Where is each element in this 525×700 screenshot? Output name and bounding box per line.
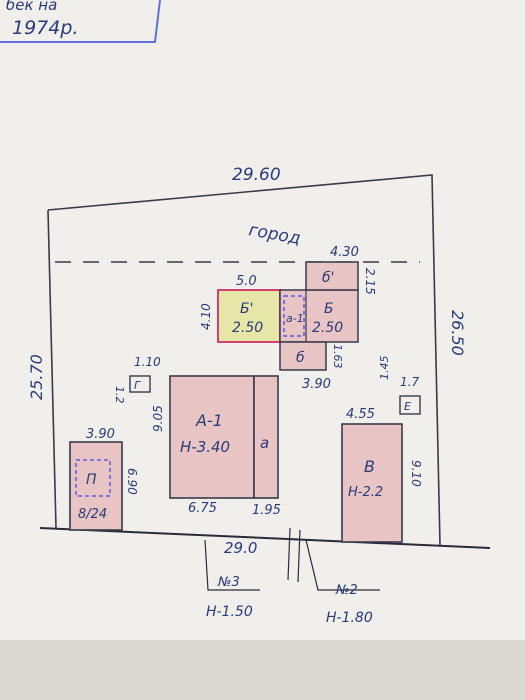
building-b <box>279 289 359 343</box>
paper-shadow <box>0 640 525 700</box>
v-depth: 9.10 <box>409 460 423 487</box>
right-length-label: 26.50 <box>448 310 467 356</box>
p-label: П <box>86 472 97 488</box>
a1-width: 6.75 <box>188 501 217 516</box>
a1-height: Н-3.40 <box>180 438 230 456</box>
g-label: Г <box>134 379 141 392</box>
g-depth: 1.2 <box>113 386 126 404</box>
building-b-prime-small <box>305 261 359 291</box>
b-prime-small-depth: 2.15 <box>363 268 377 295</box>
e-width: 1.7 <box>400 375 419 389</box>
year-label: 1974р. <box>12 17 78 39</box>
b-prime-value: 2.50 <box>232 320 263 336</box>
left-length-label: 25.70 <box>27 354 46 400</box>
b-prime-label: Б' <box>240 301 253 317</box>
fence-n3-height: Н-1.50 <box>206 604 253 620</box>
b-small-label: б <box>296 350 305 366</box>
building-v <box>341 423 403 543</box>
b-prime-small-width: 4.30 <box>330 245 359 260</box>
v-label: В <box>364 457 375 476</box>
building-p <box>69 441 123 531</box>
b-width: 3.90 <box>302 377 331 392</box>
building-a1 <box>169 375 255 499</box>
p-area: 8/24 <box>78 507 107 522</box>
b-depth: 1.63 <box>331 344 344 369</box>
street-line <box>39 527 491 549</box>
b-prime-width: 5.0 <box>236 274 257 289</box>
b-prime-small-label: б' <box>322 270 334 286</box>
a1-label: А-1 <box>195 411 223 430</box>
bottom-length-label: 29.0 <box>224 539 257 557</box>
b-value: 2.50 <box>312 320 343 336</box>
stamp-box <box>0 0 161 43</box>
a1-depth: 9.05 <box>151 405 165 432</box>
building-a1-marker <box>283 295 305 337</box>
a-annex-width: 1.95 <box>252 503 281 518</box>
p-width: 3.90 <box>86 427 115 442</box>
plot-boundary-top-right <box>47 174 441 546</box>
building-p-marker <box>75 459 111 497</box>
gate-post-1 <box>287 527 291 581</box>
gate-post-2 <box>297 529 301 583</box>
e-depth: 1.45 <box>378 356 391 381</box>
fence-n2-leader <box>305 539 380 591</box>
a-annex-label: а <box>260 434 269 452</box>
v-height: Н-2.2 <box>348 485 383 500</box>
b-label: Б <box>324 301 334 317</box>
b-prime-depth: 4.10 <box>199 303 213 330</box>
fence-n2-height: Н-1.80 <box>326 610 373 626</box>
building-b-small <box>279 341 327 371</box>
fence-n3-label: №3 <box>217 575 240 590</box>
top-length-label: 29.60 <box>232 165 281 185</box>
building-a1-label: а-1 <box>286 312 304 325</box>
building-e <box>399 395 421 415</box>
building-a-annex <box>253 375 279 499</box>
fence-n2-label: №2 <box>335 583 358 598</box>
building-g <box>129 375 151 393</box>
plot-boundary-left <box>47 209 57 529</box>
e-label: Е <box>404 400 411 413</box>
fence-n3-leader <box>204 539 260 591</box>
g-width: 1.10 <box>134 355 161 369</box>
p-depth: 6.90 <box>125 468 139 495</box>
stamp-fragment: бек на <box>6 0 57 14</box>
building-b-prime <box>217 289 281 343</box>
v-width: 4.55 <box>346 407 375 422</box>
